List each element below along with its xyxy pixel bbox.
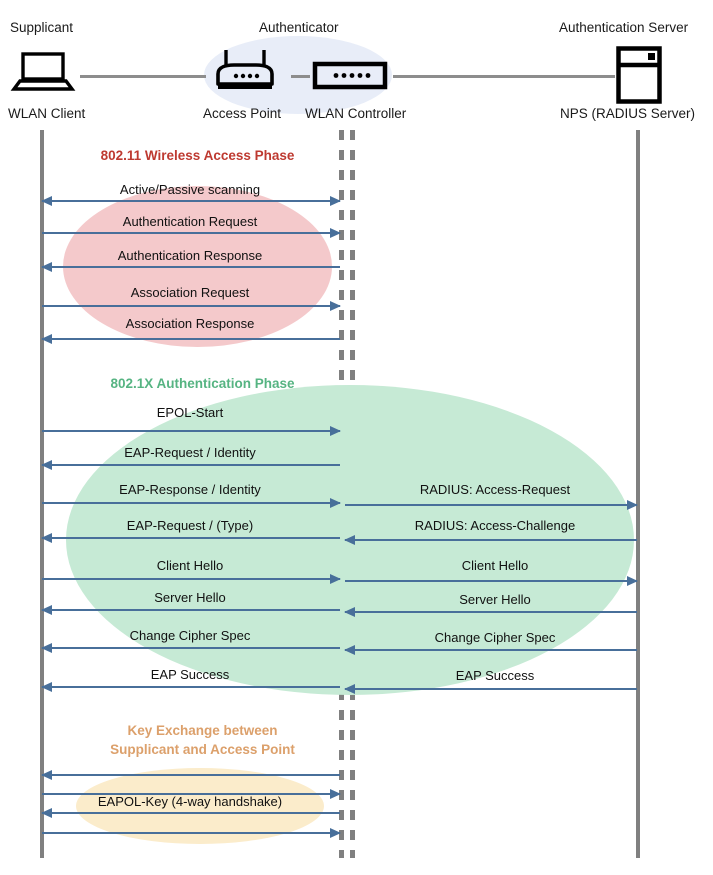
message-label: EAP-Response / Identity bbox=[119, 482, 261, 497]
actor-device-wlan-controller: WLAN Controller bbox=[305, 106, 407, 121]
message-label: Change Cipher Spec bbox=[129, 628, 251, 643]
link-ap-to-controller bbox=[291, 75, 310, 78]
message-arrow bbox=[41, 533, 340, 543]
laptop-icon bbox=[10, 52, 76, 92]
phase-caption-key-exchange-line2: Supplicant and Access Point bbox=[110, 742, 295, 757]
message-label: EAP-Request / (Type) bbox=[126, 518, 254, 533]
actor-device-nps-radius-server: NPS (RADIUS Server) bbox=[560, 106, 696, 121]
message-label: Authentication Request bbox=[122, 214, 258, 229]
phase-caption-dot1x-authentication: 802.1X Authentication Phase bbox=[110, 376, 295, 391]
actor-role-authenticator: Authenticator bbox=[259, 20, 339, 35]
message-arrow bbox=[41, 334, 340, 344]
phase-caption-wireless-access: 802.11 Wireless Access Phase bbox=[100, 148, 295, 163]
message-arrow bbox=[41, 262, 340, 272]
phase-caption-key-exchange-line1: Key Exchange between bbox=[127, 723, 278, 738]
message-arrow bbox=[42, 574, 341, 584]
message-label: Authentication Response bbox=[117, 248, 263, 263]
message-arrow bbox=[42, 426, 341, 436]
actor-role-supplicant: Supplicant bbox=[10, 20, 74, 35]
message-arrow bbox=[41, 808, 340, 818]
message-arrow bbox=[42, 228, 341, 238]
message-label: EAP-Request / Identity bbox=[124, 445, 256, 460]
message-label: Server Hello bbox=[459, 592, 531, 607]
message-label: Active/Passive scanning bbox=[119, 182, 261, 197]
message-label: Client Hello bbox=[461, 558, 529, 573]
message-label-eapol-key: EAPOL-Key (4-way handshake) bbox=[97, 794, 283, 809]
message-arrow bbox=[42, 789, 341, 799]
message-label: Server Hello bbox=[154, 590, 226, 605]
wlan-controller-icon bbox=[312, 61, 388, 90]
message-label: Association Request bbox=[130, 285, 250, 300]
message-arrow bbox=[41, 643, 340, 653]
message-arrow bbox=[41, 770, 340, 780]
message-arrow bbox=[42, 301, 341, 311]
message-arrow bbox=[42, 828, 341, 838]
message-arrow bbox=[41, 605, 340, 615]
message-label: EAP Success bbox=[150, 667, 230, 682]
actor-role-authentication-server: Authentication Server bbox=[559, 20, 689, 35]
access-point-icon bbox=[214, 48, 276, 93]
message-arrow bbox=[345, 500, 638, 510]
message-label: Change Cipher Spec bbox=[434, 630, 556, 645]
lifeline-supplicant bbox=[40, 130, 44, 858]
link-client-to-ap bbox=[80, 75, 206, 78]
server-icon bbox=[616, 46, 662, 104]
actor-device-access-point: Access Point bbox=[203, 106, 282, 121]
message-arrow bbox=[41, 682, 340, 692]
message-arrow bbox=[41, 460, 340, 470]
message-arrow bbox=[344, 684, 637, 694]
message-label: RADIUS: Access-Challenge bbox=[414, 518, 576, 533]
actor-device-wlan-client: WLAN Client bbox=[8, 106, 86, 121]
link-controller-to-server bbox=[393, 75, 615, 78]
message-label: EAP Success bbox=[455, 668, 535, 683]
message-label: Association Response bbox=[125, 316, 255, 331]
message-label: Client Hello bbox=[156, 558, 224, 573]
message-arrow bbox=[42, 196, 341, 206]
message-arrow bbox=[345, 576, 638, 586]
message-label: EPOL-Start bbox=[156, 405, 224, 420]
phase-blob-key-exchange bbox=[76, 768, 324, 844]
message-arrow bbox=[344, 645, 637, 655]
message-arrow bbox=[42, 498, 341, 508]
message-arrow bbox=[344, 535, 637, 545]
lifeline-authentication-server bbox=[636, 130, 640, 858]
message-label: RADIUS: Access-Request bbox=[419, 482, 571, 497]
message-arrow bbox=[344, 607, 637, 617]
